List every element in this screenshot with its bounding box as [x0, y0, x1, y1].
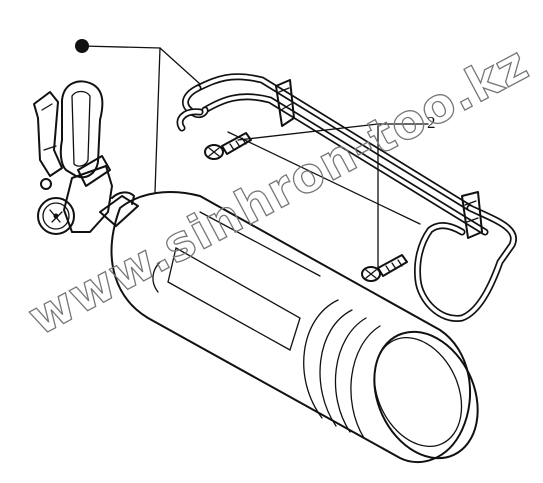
callout-number-2: 2: [427, 113, 436, 132]
screw-lower: [361, 254, 408, 282]
valve-head: [33, 80, 113, 235]
mounting-bracket: [176, 73, 517, 322]
leader-lines: [75, 39, 429, 269]
extinguisher-cylinder: [99, 191, 479, 464]
screw-upper: [204, 132, 252, 160]
